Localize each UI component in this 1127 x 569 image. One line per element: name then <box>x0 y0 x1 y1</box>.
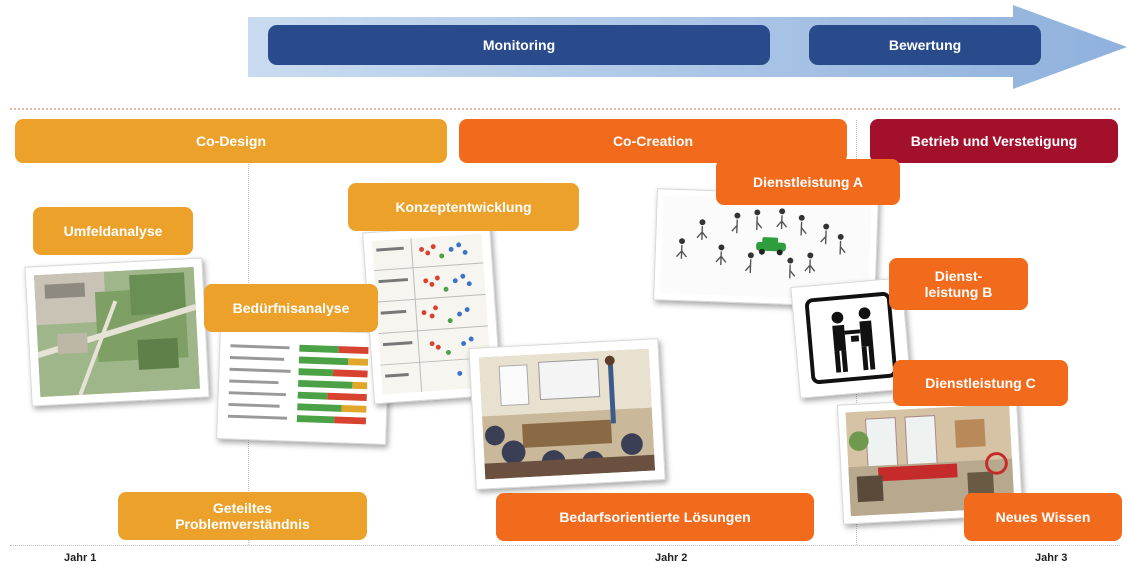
monitoring-label: Monitoring <box>482 37 556 53</box>
sketch-photo <box>653 188 879 308</box>
bedarfsorientierte-loesungen-label: Bedarfsorientierte Lösungen <box>496 493 814 541</box>
co-creation-bar: Co-Creation <box>459 119 847 163</box>
geteiltes-problemverstaendnis-label: Geteiltes Problemverständnis <box>118 492 367 540</box>
living-room-photo <box>836 395 1024 525</box>
dienstleistung-c-label: Dienstleistung C <box>893 360 1068 406</box>
umfeldanalyse-label: Umfeldanalyse <box>33 207 193 255</box>
co-design-label: Co-Design <box>196 133 266 149</box>
bewertung-bar: Bewertung <box>809 25 1041 65</box>
year-2-label: Jahr 2 <box>655 552 688 564</box>
workshop-photo <box>468 338 666 490</box>
konzeptentwicklung-label: Konzeptentwicklung <box>348 183 579 231</box>
dienstleistung-b-label: Dienst- leistung B <box>889 258 1028 310</box>
needs-analysis-document <box>216 327 390 445</box>
monitoring-bar: Monitoring <box>268 25 770 65</box>
aerial-map-photo <box>24 257 210 407</box>
year-1-label: Jahr 1 <box>64 552 97 564</box>
bottom-timeline-line <box>10 545 1120 546</box>
neues-wissen-label: Neues Wissen <box>964 493 1122 541</box>
service-pictogram <box>790 277 912 399</box>
year-3-label: Jahr 3 <box>1035 552 1068 564</box>
flipchart-photo <box>362 223 502 405</box>
horizontal-divider <box>10 108 1120 110</box>
co-design-bar: Co-Design <box>15 119 447 163</box>
bewertung-label: Bewertung <box>888 37 962 53</box>
beduerfnisanalyse-label: Bedürfnisanalyse <box>204 284 378 332</box>
co-creation-label: Co-Creation <box>612 133 694 149</box>
betrieb-label: Betrieb und Verstetigung <box>910 133 1078 149</box>
betrieb-bar: Betrieb und Verstetigung <box>870 119 1118 163</box>
dienstleistung-a-label: Dienstleistung A <box>716 159 900 205</box>
